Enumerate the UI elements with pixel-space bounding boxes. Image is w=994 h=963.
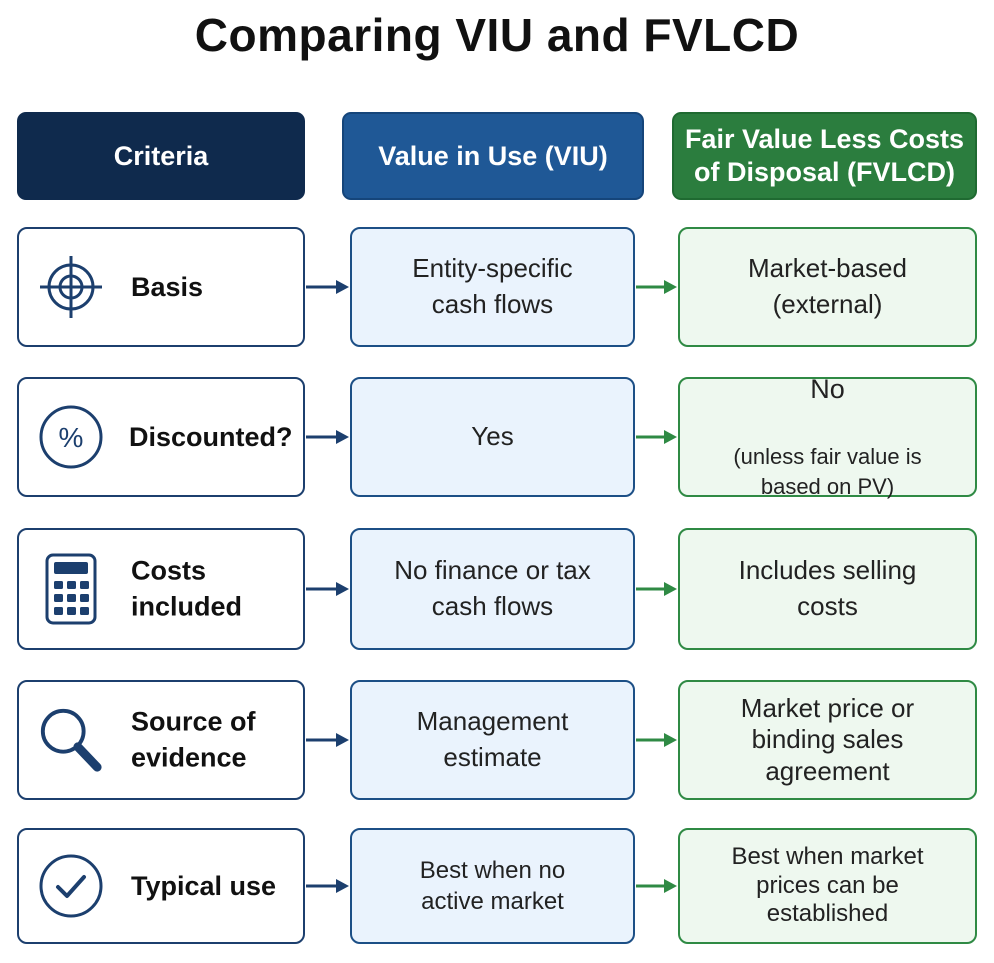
viu-text: Yes — [471, 421, 514, 452]
viu-cell: Best when no active market — [350, 828, 635, 944]
fvlcd-text: Market-based (external) — [748, 253, 907, 319]
criteria-label: Costs included — [131, 555, 243, 622]
arrow-icon — [306, 879, 349, 893]
fvlcd-text: No — [810, 373, 845, 404]
fvlcd-cell: Best when market prices can be establish… — [678, 828, 977, 944]
target-icon — [37, 253, 105, 321]
viu-cell: Management estimate — [350, 680, 635, 800]
fvlcd-text: Best when market prices can be establish… — [731, 842, 924, 928]
criteria-cell: Basis — [17, 227, 305, 347]
criteria-label: Discounted? — [129, 421, 293, 452]
viu-text: Entity-specific cash flows — [412, 253, 573, 319]
row-costs-included: Costs included No finance or tax cash fl… — [0, 528, 994, 650]
criteria-label: Source of evidence — [131, 706, 256, 773]
magnifier-icon — [37, 706, 105, 774]
criteria-label: Basis — [131, 271, 204, 302]
criteria-cell: Typical use — [17, 828, 305, 944]
percent-icon: % — [37, 403, 105, 471]
viu-text: No finance or tax cash flows — [394, 555, 591, 621]
viu-text: Best when no active market — [419, 856, 566, 915]
arrow-icon — [306, 733, 349, 747]
criteria-label: Typical use — [131, 870, 277, 901]
row-source-of-evidence: Source of evidence Management estimate M… — [0, 680, 994, 800]
fvlcd-subtext: (unless fair value is based on PV) — [733, 444, 922, 499]
arrow-icon — [636, 733, 677, 747]
viu-cell: Yes — [350, 377, 635, 497]
fvlcd-text: Includes selling costs — [738, 555, 917, 621]
viu-cell: Entity-specific cash flows — [350, 227, 635, 347]
fvlcd-cell: Market price or binding sales agreement — [678, 680, 977, 800]
fvlcd-cell: No (unless fair value is based on PV) — [678, 374, 977, 499]
header-fvlcd-line1: Fair Value Less Costs — [684, 124, 965, 155]
criteria-cell: Costs included — [17, 528, 305, 650]
viu-cell: No finance or tax cash flows — [350, 528, 635, 650]
header-viu: Value in Use (VIU) — [342, 112, 644, 200]
header-fvlcd-line2: of Disposal (FVLCD) — [694, 157, 955, 187]
arrow-icon — [636, 430, 677, 444]
arrow-icon — [636, 879, 677, 893]
svg-text:%: % — [59, 422, 84, 453]
criteria-cell: Source of evidence — [17, 680, 305, 800]
arrow-icon — [306, 430, 349, 444]
calculator-icon — [37, 553, 105, 625]
viu-text: Management estimate — [416, 706, 569, 772]
fvlcd-cell: Includes selling costs — [678, 528, 977, 650]
arrow-icon — [636, 582, 677, 596]
arrow-icon — [306, 280, 349, 294]
row-basis: Basis Entity-specific cash flows Market-… — [0, 227, 994, 347]
arrow-icon — [306, 582, 349, 596]
header-criteria: Criteria — [17, 112, 305, 200]
criteria-cell: % Discounted? — [17, 377, 305, 497]
header-fvlcd: Fair Value Less Costs of Disposal (FVLCD… — [672, 112, 977, 200]
check-circle-icon — [37, 852, 105, 920]
fvlcd-cell: Market-based (external) — [678, 227, 977, 347]
arrow-icon — [636, 280, 677, 294]
page-title: Comparing VIU and FVLCD — [194, 9, 800, 61]
fvlcd-text: Market price or binding sales agreement — [740, 693, 915, 786]
row-typical-use: Typical use Best when no active market B… — [0, 828, 994, 944]
row-discounted: % Discounted? Yes No (unless fair value … — [0, 374, 994, 499]
